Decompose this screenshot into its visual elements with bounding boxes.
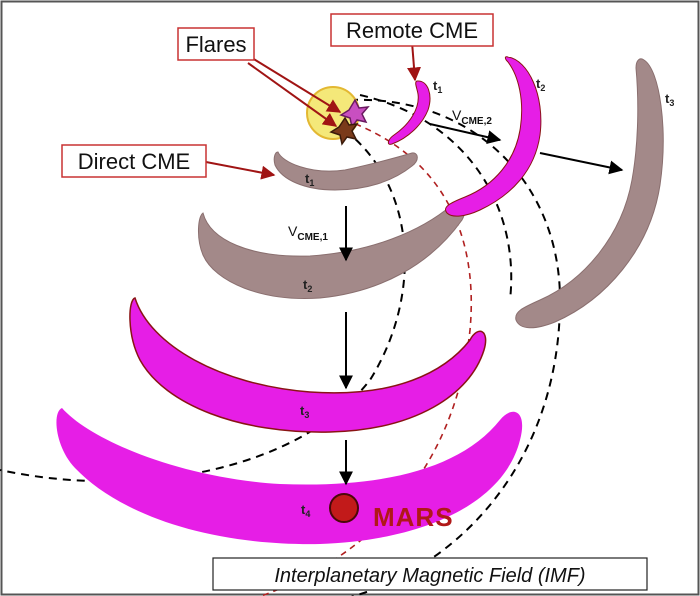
imf-line-middle <box>258 119 472 596</box>
imf-label-box <box>212 557 648 591</box>
flares-label: Flares <box>185 32 246 57</box>
direct-cme-label: Direct CME <box>78 149 190 174</box>
direct-cme-front-t1 <box>273 151 418 191</box>
direct-cme-front-t3 <box>129 297 487 433</box>
imf-line-remote <box>359 94 513 301</box>
direct-t2-label: t2 <box>303 277 312 294</box>
remote-flare-icon <box>339 98 370 129</box>
direct-t4-label: t4 <box>301 502 310 519</box>
direct-cme-arrow <box>205 161 276 180</box>
remote-cme-front-t1 <box>387 80 431 145</box>
direct-t3-label: t3 <box>300 403 309 420</box>
direct-cme-front-t2 <box>198 202 466 300</box>
remote-t2-label: t2 <box>536 76 545 93</box>
imf-label: Interplanetary Magnetic Field (IMF) <box>274 565 585 587</box>
remote-velocity-arrow-1 <box>429 123 502 145</box>
direct-cme-front-t4 <box>56 408 523 545</box>
remote-cme-front-t2 <box>445 56 542 217</box>
v-cme2-label: VCME,2 <box>452 107 492 127</box>
mars-planet-icon <box>329 493 359 523</box>
remote-cme-front-t3 <box>515 58 664 329</box>
direct-t1-label: t1 <box>305 171 314 188</box>
remote-t3-label: t3 <box>665 91 674 108</box>
remote-cme-label-box <box>330 13 494 47</box>
flares-label-box <box>177 27 255 61</box>
mars-label: MARS <box>373 502 454 532</box>
remote-cme-label: Remote CME <box>346 18 478 43</box>
v-cme1-label: VCME,1 <box>288 223 328 243</box>
direct-flare-icon <box>329 116 359 146</box>
remote-cme-arrow <box>407 41 421 82</box>
remote-t1-label: t1 <box>433 78 442 95</box>
flares-arrow-upper <box>251 57 342 113</box>
remote-velocity-arrow-2 <box>539 152 624 175</box>
flares-arrow-lower <box>247 62 338 127</box>
direct-cme-label-box <box>61 144 207 178</box>
